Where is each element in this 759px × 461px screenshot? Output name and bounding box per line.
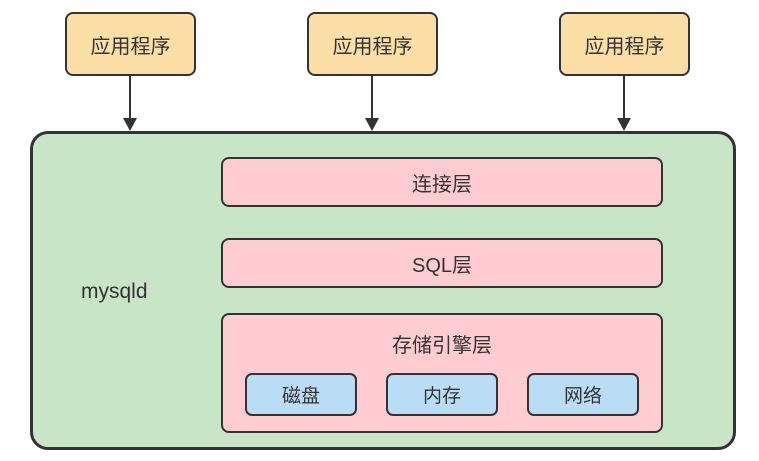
app-box-1-label: 应用程序 [90, 35, 171, 58]
app-box-2-label: 应用程序 [332, 35, 413, 58]
resource-disk-label: 磁盘 [281, 386, 320, 407]
resource-network-label: 网络 [563, 386, 602, 407]
resource-memory-label: 内存 [422, 386, 461, 407]
arrow-stem [128, 76, 132, 118]
resource-disk: 磁盘 [245, 373, 357, 416]
resource-network: 网络 [527, 373, 639, 416]
app-box-2: 应用程序 [307, 12, 438, 76]
arrow-head-icon [617, 118, 631, 131]
app-box-1: 应用程序 [65, 12, 196, 76]
storage-resources-row: 磁盘 内存 网络 [223, 373, 661, 416]
down-arrow-2 [365, 76, 379, 131]
layer-connection-label: 连接层 [412, 173, 472, 196]
arrow-head-icon [365, 118, 379, 131]
layer-sql: SQL层 [221, 238, 663, 288]
arrow-stem [622, 76, 626, 118]
layer-sql-label: SQL层 [411, 254, 473, 277]
app-box-3-label: 应用程序 [584, 35, 665, 58]
mysqld-container: mysqld 连接层 SQL层 存储引擎层 磁盘 内存 网络 [30, 131, 736, 450]
layer-storage-engine: 存储引擎层 磁盘 内存 网络 [221, 313, 663, 433]
arrow-stem [370, 76, 374, 118]
mysqld-label: mysqld [81, 280, 148, 303]
resource-memory: 内存 [386, 373, 498, 416]
layer-storage-engine-label: 存储引擎层 [392, 335, 492, 357]
layer-connection: 连接层 [221, 157, 663, 207]
down-arrow-1 [123, 76, 137, 131]
down-arrow-3 [617, 76, 631, 131]
arrow-head-icon [123, 118, 137, 131]
app-box-3: 应用程序 [559, 12, 690, 76]
